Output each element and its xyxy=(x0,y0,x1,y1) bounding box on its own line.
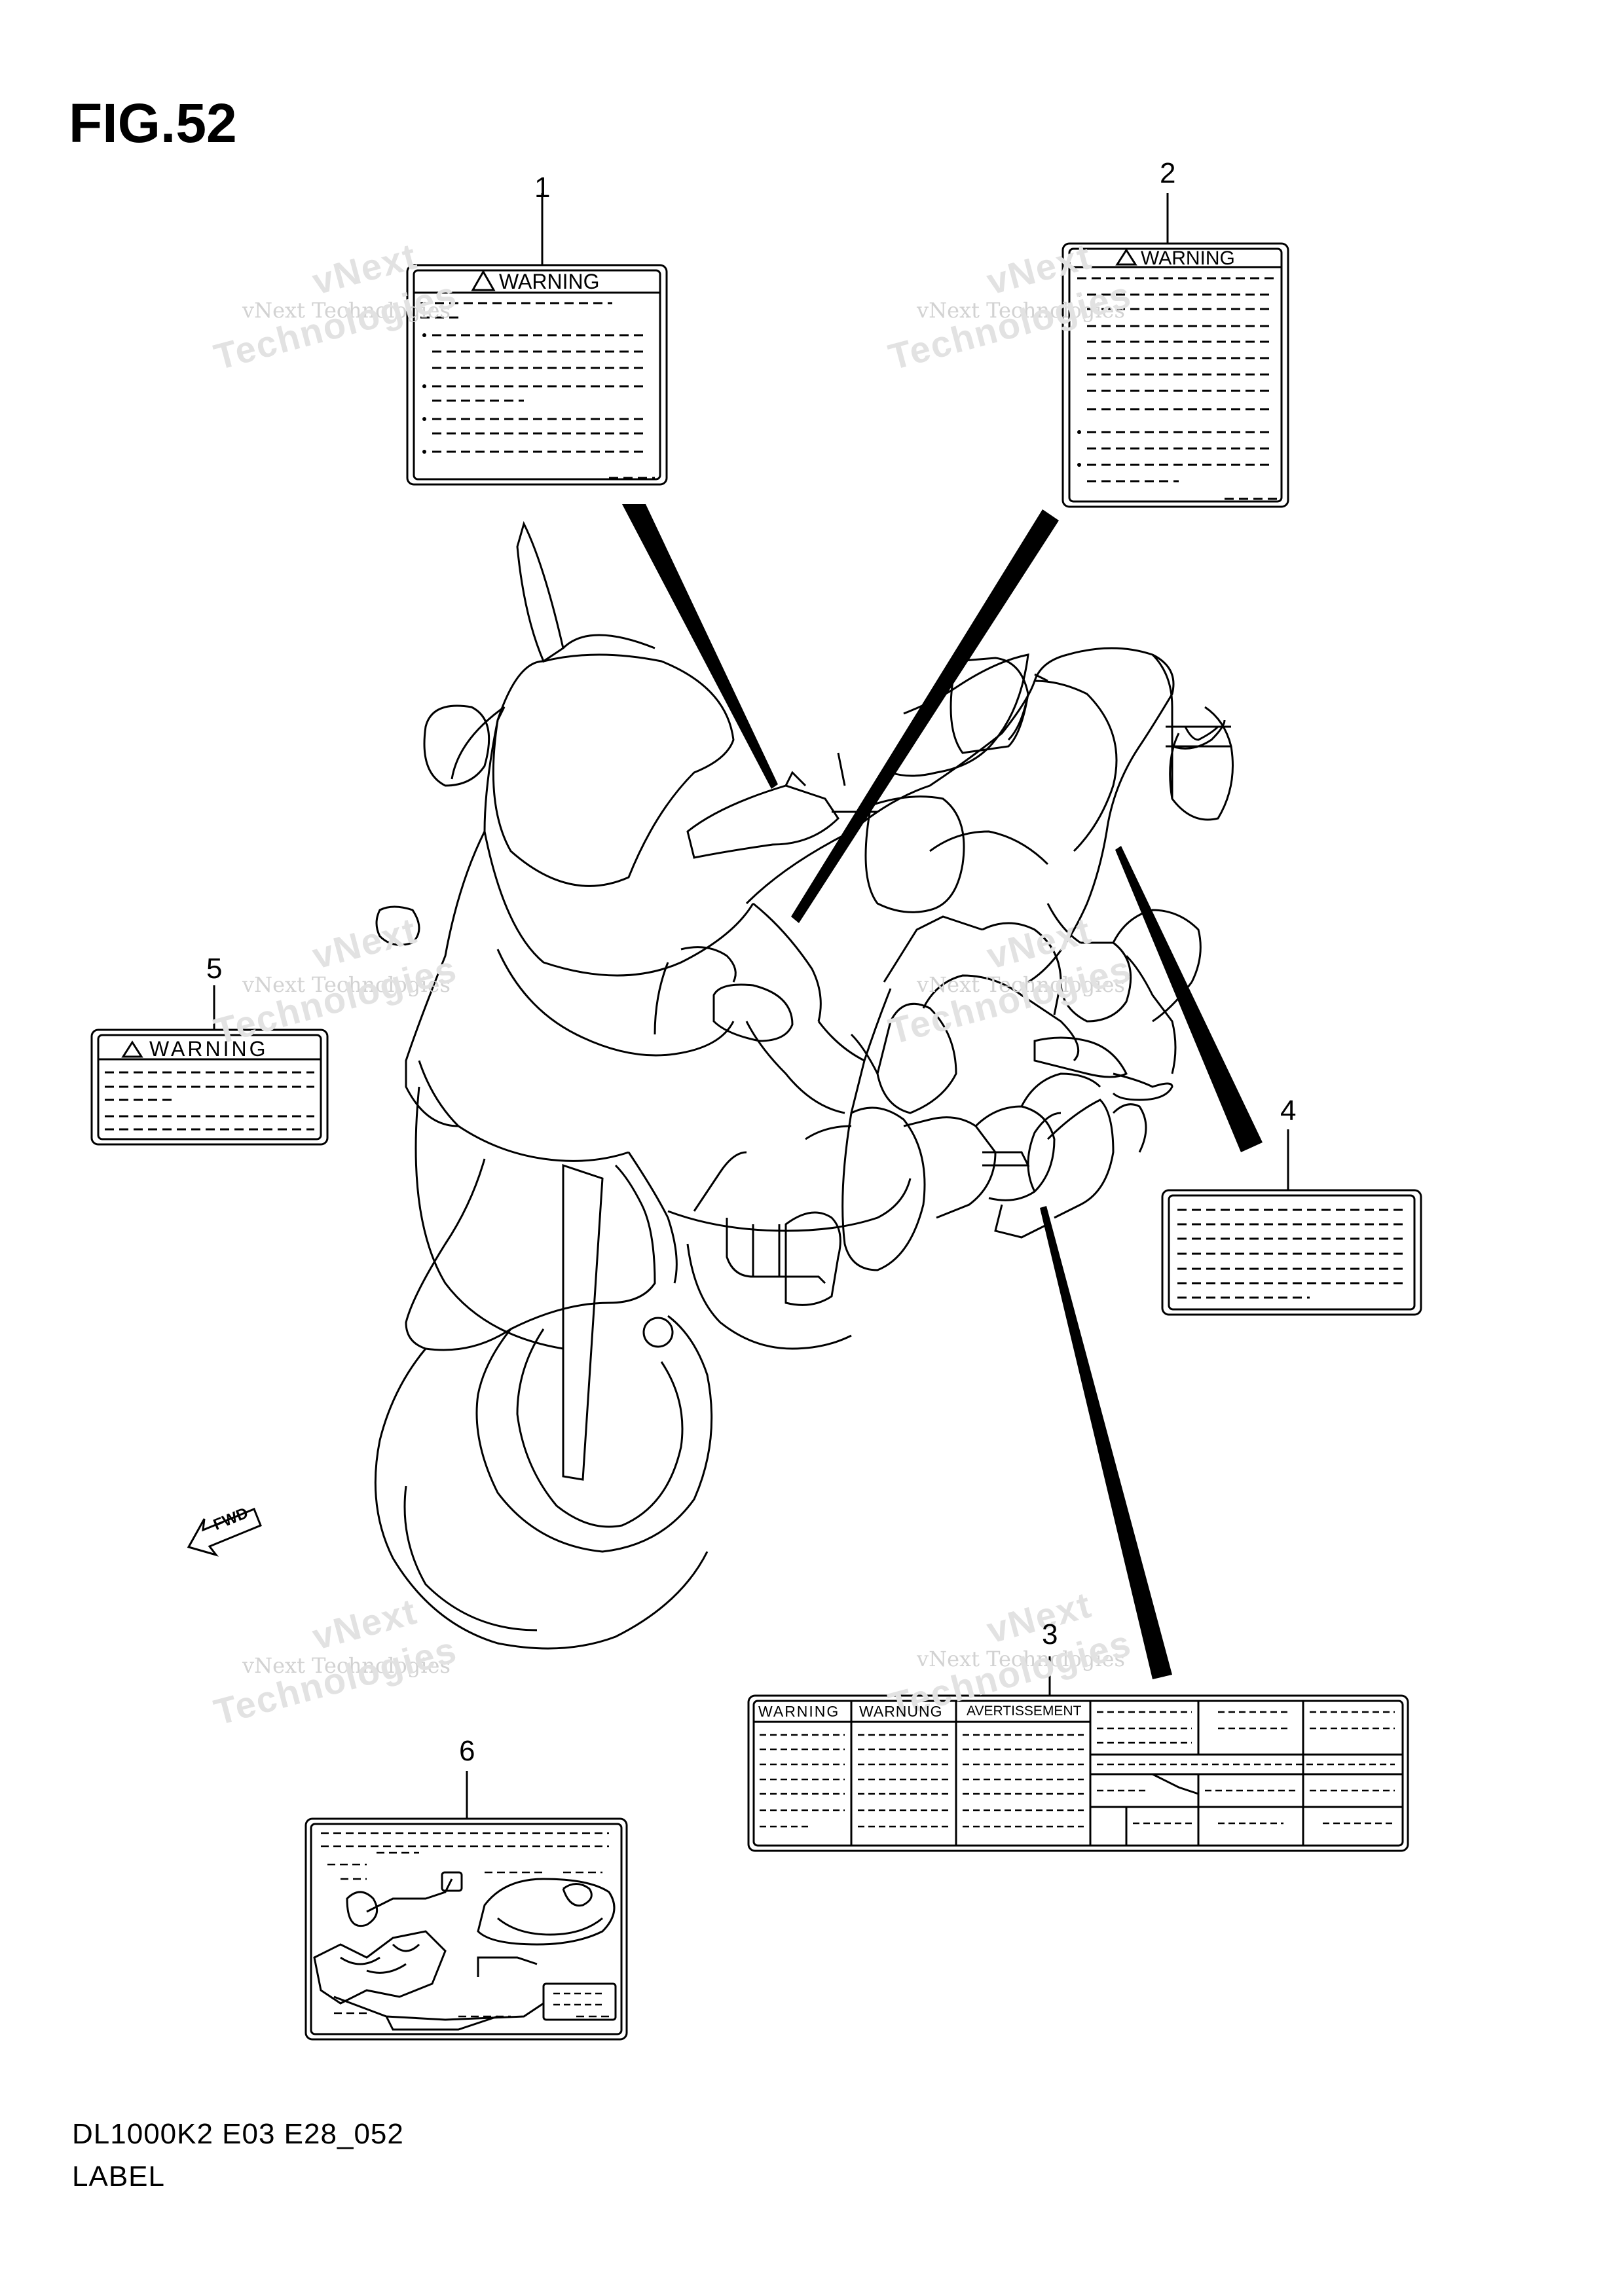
figure-title: FIG.52 xyxy=(69,92,237,154)
label-3-drawing xyxy=(747,1656,1409,1852)
model-code: DL1000K2 E03 E28_052 xyxy=(72,2118,404,2150)
fwd-arrow-drawing xyxy=(187,1508,262,1557)
label-3-warnung-text: WARNUNG xyxy=(859,1703,943,1720)
label-1-warning-text: WARNING xyxy=(499,270,600,293)
callout-number: 4 xyxy=(1280,1095,1297,1127)
label-3-avertissement-text: AVERTISSEMENT xyxy=(967,1704,1082,1719)
label-4-drawing xyxy=(1161,1129,1422,1316)
callout-number: 6 xyxy=(459,1735,475,1767)
label-1-drawing xyxy=(406,193,668,486)
figure-caption: LABEL xyxy=(72,2160,165,2193)
label-2-drawing xyxy=(1061,193,1289,508)
callout-number: 2 xyxy=(1160,157,1176,189)
label-5-drawing xyxy=(90,985,329,1146)
label-6-drawing xyxy=(304,1771,628,2041)
label-3-warning-text: WARNING xyxy=(758,1703,840,1720)
motorcycle-drawing xyxy=(374,520,1234,1650)
leader-wedges xyxy=(622,504,1263,1679)
callout-number: 3 xyxy=(1042,1618,1058,1650)
label-2-warning-text: WARNING xyxy=(1141,247,1235,269)
callout-number: 5 xyxy=(206,953,223,985)
callout-number: 1 xyxy=(534,172,551,204)
label-5-warning-text: WARNING xyxy=(149,1037,268,1061)
